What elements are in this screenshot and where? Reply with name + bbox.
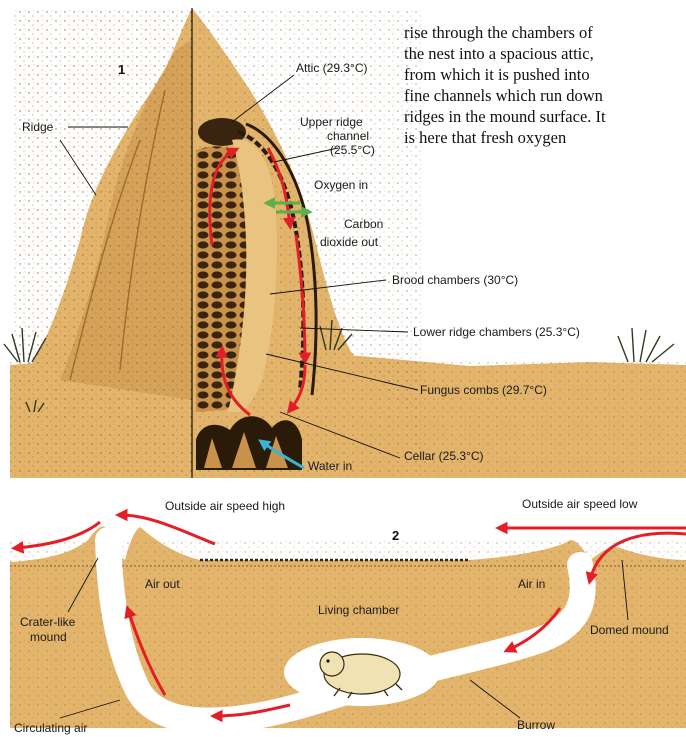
ridge-label: Ridge <box>22 120 54 134</box>
air-speed-low-label: Outside air speed low <box>522 497 638 511</box>
figure-1-number: 1 <box>118 62 125 77</box>
brood-chambers-label: Brood chambers (30°C) <box>392 273 518 287</box>
co2-label-2: dioxide out <box>320 235 379 249</box>
fungus-combs-label: Fungus combs (29.7°C) <box>420 383 547 397</box>
living-chamber-label: Living chamber <box>318 603 399 617</box>
upper-ridge-label-2: channel <box>327 129 369 143</box>
oxygen-in-label: Oxygen in <box>314 178 368 192</box>
cellar-label: Cellar (25.3°C) <box>404 449 484 463</box>
crater-mound-label-1: Crater-like <box>20 615 76 629</box>
air-in-label: Air in <box>518 577 545 591</box>
domed-mound-label: Domed mound <box>590 623 669 637</box>
attic-label: Attic (29.3°C) <box>296 61 367 75</box>
mound-texture <box>12 8 192 478</box>
burrow-label: Burrow <box>517 718 555 732</box>
water-in-label: Water in <box>308 459 352 473</box>
figure-2-number: 2 <box>392 528 399 543</box>
circulating-air-label: Circulating air <box>14 721 87 735</box>
upper-ridge-label-1: Upper ridge <box>300 115 363 129</box>
crater-mound-label-2: mound <box>30 630 67 644</box>
passage-text: rise through the chambers of the nest in… <box>404 22 686 148</box>
lower-ridge-label: Lower ridge chambers (25.3°C) <box>413 325 580 339</box>
figure-2-burrow: 2 Outside air speed high Outside air spe… <box>10 497 686 735</box>
co2-label-1: Carbon <box>344 217 383 231</box>
upper-ridge-label-3: (25.5°C) <box>330 143 375 157</box>
air-out-label: Air out <box>145 577 180 591</box>
air-speed-high-label: Outside air speed high <box>165 499 285 513</box>
